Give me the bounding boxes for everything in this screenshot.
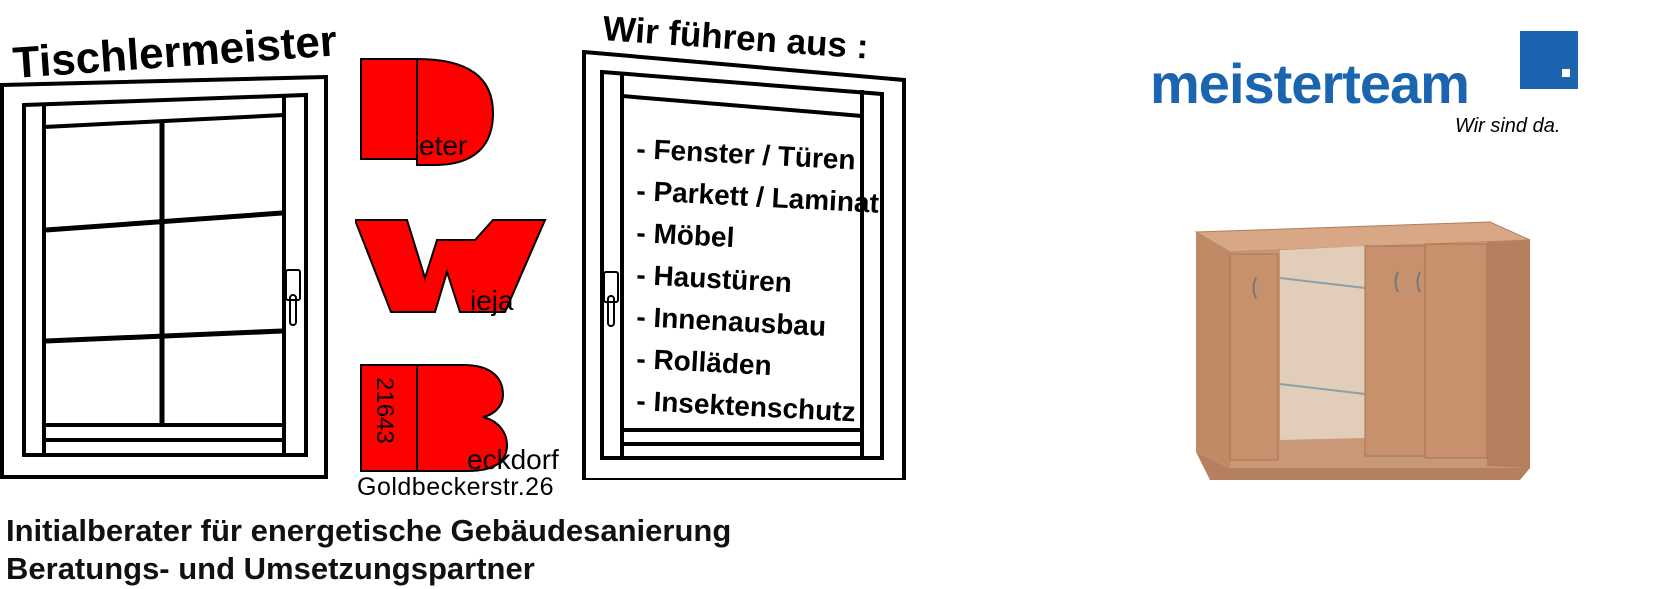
tagline-line1: Initialberater für energetische Gebäudes… [6,513,732,548]
services-list: - Fenster / Türen - Parkett / Laminat - … [636,133,880,427]
meisterteam-square-icon [1520,31,1578,89]
tagline-line2: Beratungs- und Umsetzungspartner [6,551,535,586]
logo-beckdorf-text: eckdorf [467,444,559,475]
logo-letter-p: eter [360,58,495,166]
service-item: - Innenausbau [636,301,827,342]
logo-letter-w: ieja [355,219,547,316]
meisterteam-slogan: Wir sind da. [1455,115,1560,137]
meisterteam-name: meisterteam [1150,52,1469,115]
service-item: - Rolläden [636,343,773,381]
logo-postcode-text: 21643 [371,377,398,444]
service-item: - Haustüren [636,259,793,298]
logo-wieja-text: ieja [470,285,514,316]
logo-street-text: Goldbeckerstr.26 [357,473,554,495]
company-logo: eter ieja 21643 eckdorf Goldbeckerstr.26 [355,58,559,495]
tagline: Initialberater für energetische Gebäudes… [6,512,731,588]
meisterteam-logo: meisterteam Wir sind da. [1150,31,1578,137]
logo-peter-text: eter [419,130,467,161]
logo-letter-b: 21643 eckdorf [360,364,559,475]
service-item: - Fenster / Türen [636,133,857,175]
service-item: - Insektenschutz [636,385,857,427]
services-window-frame: - Fenster / Türen - Parkett / Laminat - … [582,50,906,480]
window-handle-icon [603,271,619,327]
service-item: - Möbel [636,217,735,253]
service-item: - Parkett / Laminat [636,175,880,219]
cabinet-photo [1194,221,1531,480]
window-handle-icon [285,269,301,326]
window-frame-icon [0,75,328,479]
